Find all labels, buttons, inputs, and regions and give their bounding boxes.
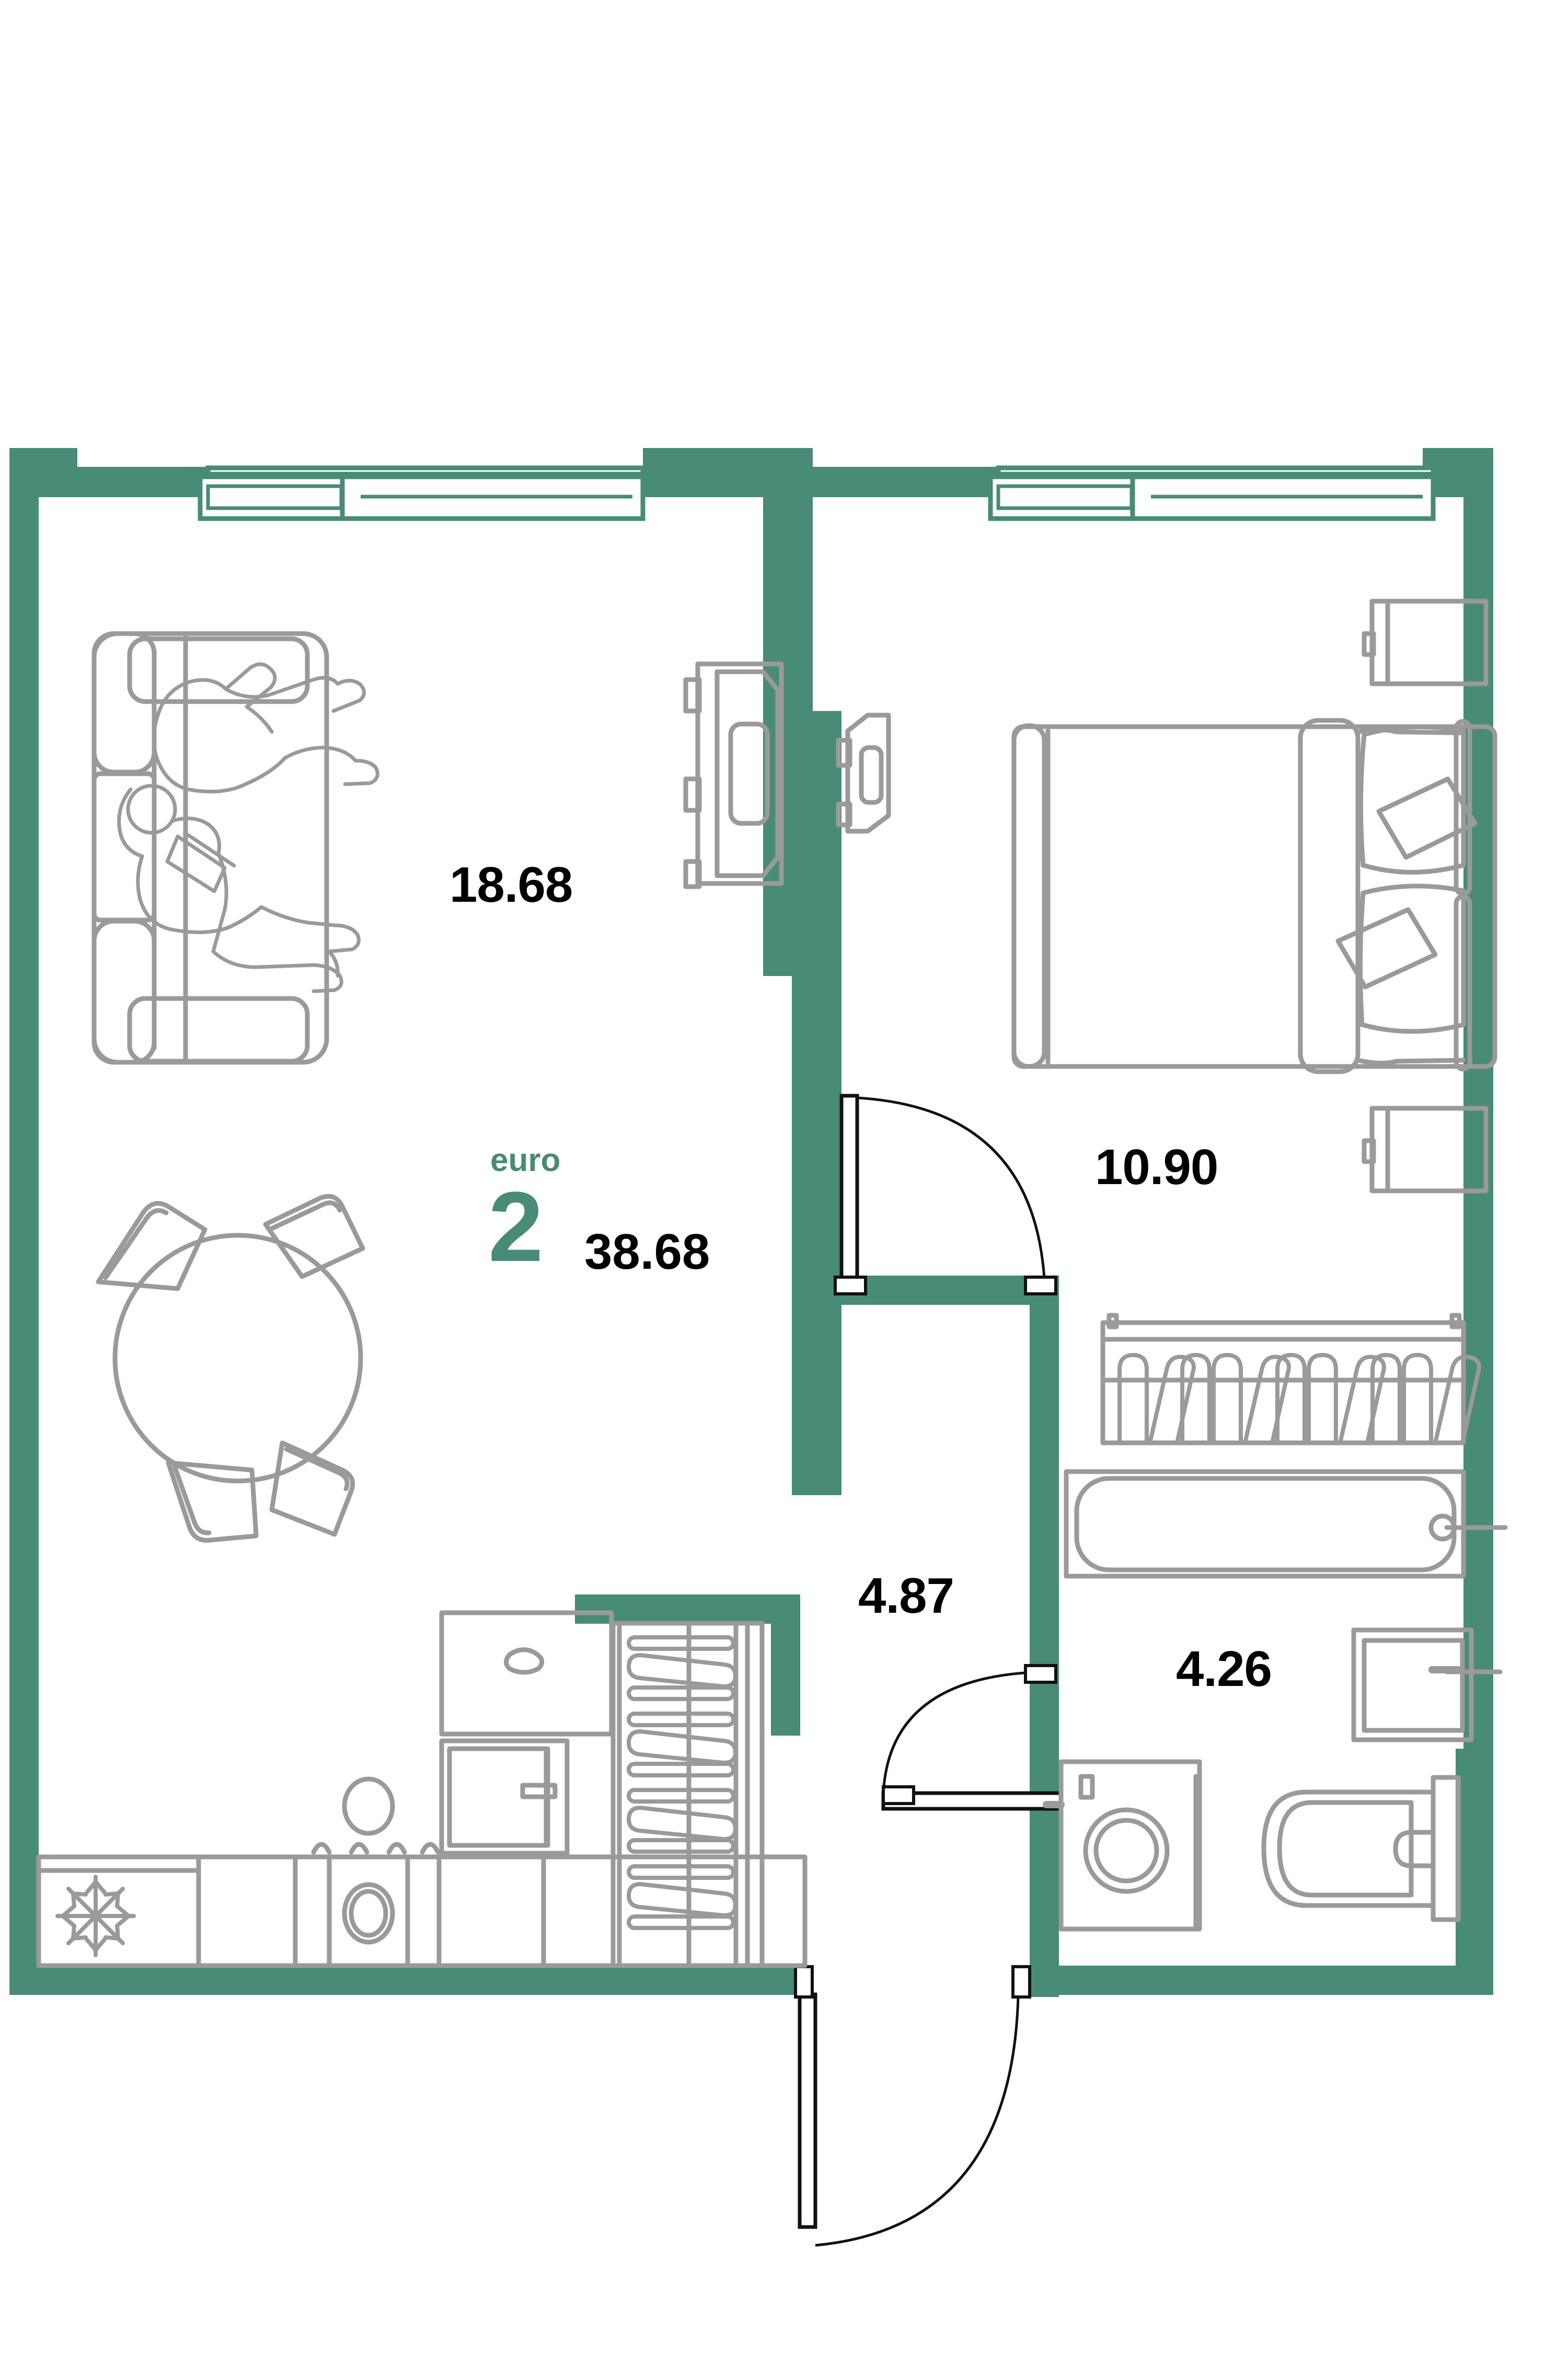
range-hood bbox=[439, 1610, 614, 1737]
nightstand-top bbox=[1362, 599, 1489, 686]
wall-bottom-right bbox=[1017, 1966, 1493, 1995]
refrigerator bbox=[55, 1875, 136, 1957]
dining-chair-top-right bbox=[263, 1194, 365, 1279]
dining-table-round bbox=[112, 1233, 363, 1484]
pillow-top-accent bbox=[1376, 776, 1478, 860]
corridor-area-label: 4.87 bbox=[858, 1568, 954, 1624]
rooms-count-label: 2 bbox=[488, 1172, 544, 1282]
wall-top-left bbox=[9, 467, 208, 497]
wall-bathroom-left bbox=[1030, 1741, 1059, 1997]
window-bedroom bbox=[988, 465, 1436, 521]
apartment-type-label: euro bbox=[490, 1142, 561, 1178]
dining-chair-top-left bbox=[96, 1201, 207, 1291]
pillow-bottom-left bbox=[1357, 883, 1466, 1034]
windows-group bbox=[198, 465, 1436, 521]
pillow-top-left bbox=[1358, 724, 1466, 875]
door-entrance bbox=[815, 1965, 1031, 2247]
kitchen-counter bbox=[36, 1854, 808, 1968]
window-living bbox=[198, 465, 645, 521]
wall-corridor-bedroom-top bbox=[792, 1276, 1058, 1305]
bathtub bbox=[1064, 1469, 1508, 1579]
dining-chair-bottom-left bbox=[166, 1460, 259, 1543]
tv-wall-panel bbox=[836, 713, 891, 834]
furniture-group bbox=[36, 599, 1508, 1968]
closet-hangers bbox=[1100, 1313, 1481, 1445]
kitchen-sink bbox=[342, 1882, 395, 1945]
wall-right-outer bbox=[1463, 448, 1493, 1750]
oven bbox=[439, 1738, 570, 1856]
wall-bottom-left bbox=[9, 1966, 804, 1995]
wall-left-outer bbox=[9, 448, 39, 1994]
living-area-label: 18.68 bbox=[449, 857, 573, 913]
walls-group bbox=[9, 448, 1493, 1997]
doors-group bbox=[794, 1094, 1063, 2247]
dining-chair-right bbox=[269, 1440, 355, 1537]
door-living bbox=[794, 1965, 817, 2229]
washbasin bbox=[1351, 1627, 1503, 1742]
washing-machine bbox=[1043, 1759, 1202, 1932]
wall-right-lower bbox=[1456, 1749, 1493, 1994]
nightstand-bottom bbox=[1362, 1106, 1489, 1193]
wall-kitchen-jog-v bbox=[771, 1594, 800, 1736]
bedroom-area-label: 10.90 bbox=[1095, 1139, 1218, 1195]
total-area-label: 38.68 bbox=[584, 1224, 710, 1280]
bed-double bbox=[1011, 718, 1497, 1074]
cooktop bbox=[311, 1776, 441, 1855]
door-bedroom bbox=[834, 1094, 1057, 1295]
wall-top-mid bbox=[643, 448, 763, 497]
pillow-bottom-accent bbox=[1335, 907, 1438, 990]
sofa bbox=[91, 631, 329, 1065]
wardrobe-hangers bbox=[610, 1621, 765, 1968]
wall-stub-left-mid bbox=[9, 1594, 39, 1626]
person-reading bbox=[117, 662, 379, 993]
toilet bbox=[1261, 1775, 1461, 1922]
wall-center-vertical-lower bbox=[792, 711, 841, 1495]
wall-kitchen-jog-h bbox=[575, 1594, 800, 1624]
bathroom-area-label: 4.26 bbox=[1176, 1641, 1272, 1697]
tv-media-unit bbox=[683, 661, 784, 889]
